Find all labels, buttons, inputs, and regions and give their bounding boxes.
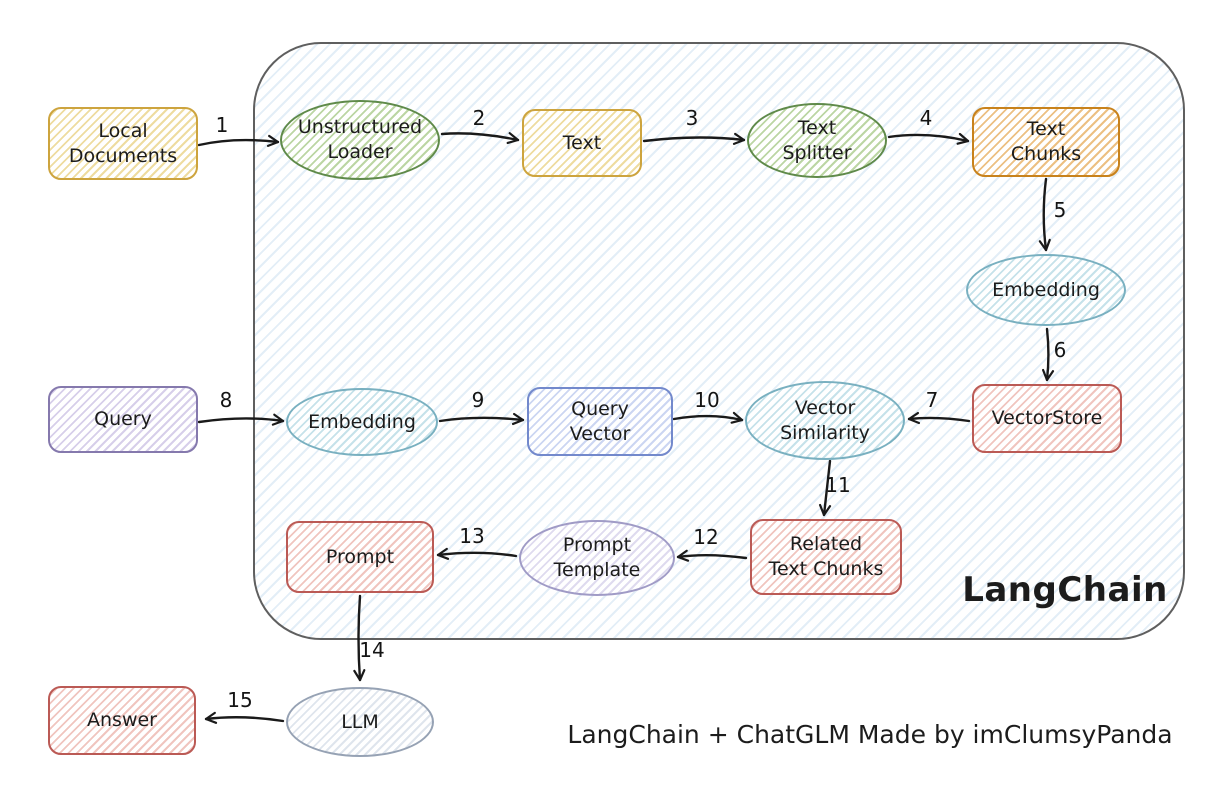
edge-label-12: 12 xyxy=(693,525,719,549)
node-embedding-top-label: Embedding xyxy=(992,278,1100,301)
edge-label-15: 15 xyxy=(227,688,253,712)
edge-label-1: 1 xyxy=(215,113,229,137)
edge-label-4: 4 xyxy=(919,106,933,130)
node-text: Text xyxy=(522,109,642,177)
node-related-text-chunks: Related Text Chunks xyxy=(750,519,902,595)
node-answer: Answer xyxy=(48,686,196,755)
node-text-splitter-label: Text Splitter xyxy=(782,116,852,164)
edge-4 xyxy=(887,132,970,145)
edge-label-8: 8 xyxy=(219,388,233,412)
edge-12 xyxy=(676,549,748,562)
node-embedding-query: Embedding xyxy=(286,388,438,456)
node-llm: LLM xyxy=(286,687,434,757)
edge-label-11: 11 xyxy=(825,473,851,497)
edge-10 xyxy=(672,411,744,424)
node-prompt-label: Prompt xyxy=(325,545,395,568)
node-unstructured-loader: Unstructured Loader xyxy=(280,100,440,180)
node-prompt-template-label: Prompt Template xyxy=(553,534,641,581)
node-query-label: Query xyxy=(94,408,152,431)
edge-label-2: 2 xyxy=(472,106,486,130)
node-unstructured-loader-label: Unstructured Loader xyxy=(297,116,423,163)
node-query-vector: Query Vector xyxy=(527,387,673,456)
node-prompt: Prompt xyxy=(286,521,434,593)
edge-label-13: 13 xyxy=(459,524,485,548)
node-embedding-top: Embedding xyxy=(966,254,1126,326)
node-text-chunks-label: Text Chunks xyxy=(1010,118,1082,165)
node-query-vector-label: Query Vector xyxy=(569,397,631,445)
edge-1 xyxy=(197,134,280,147)
edge-14 xyxy=(353,594,366,682)
node-answer-label: Answer xyxy=(87,709,157,732)
node-llm-label: LLM xyxy=(341,710,379,733)
edge-label-6: 6 xyxy=(1053,338,1067,362)
node-embedding-query-label: Embedding xyxy=(308,410,416,433)
node-prompt-template: Prompt Template xyxy=(519,520,675,596)
edge-15 xyxy=(204,711,285,724)
node-vector-similarity: Vector Similarity xyxy=(745,381,905,460)
node-vector-similarity-label: Vector Similarity xyxy=(780,396,870,444)
edge-label-14: 14 xyxy=(359,638,385,662)
node-text-splitter: Text Splitter xyxy=(747,103,887,178)
edge-5 xyxy=(1038,177,1051,252)
langchain-container-label: LangChain xyxy=(962,570,1168,610)
node-local-documents-label: Local Documents xyxy=(68,119,178,167)
edge-label-7: 7 xyxy=(925,388,939,412)
edge-2 xyxy=(440,132,520,145)
diagram-caption: LangChain + ChatGLM Made by imClumsyPand… xyxy=(567,720,1173,749)
node-vectorstore-label: VectorStore xyxy=(991,407,1103,430)
edge-label-5: 5 xyxy=(1053,198,1067,222)
edge-13 xyxy=(436,547,518,560)
node-related-text-chunks-label: Related Text Chunks xyxy=(768,533,884,580)
edge-label-3: 3 xyxy=(685,106,699,130)
node-vectorstore: VectorStore xyxy=(972,384,1122,453)
edge-9 xyxy=(438,412,525,426)
node-query: Query xyxy=(48,386,198,453)
node-text-chunks: Text Chunks xyxy=(972,107,1120,177)
edge-7 xyxy=(907,411,971,425)
edge-11 xyxy=(818,459,832,517)
edge-8 xyxy=(197,413,285,426)
edge-label-10: 10 xyxy=(694,388,720,412)
edge-3 xyxy=(642,132,746,145)
edge-6 xyxy=(1041,327,1055,382)
edge-label-9: 9 xyxy=(471,388,485,412)
node-text-label: Text xyxy=(562,131,602,154)
node-local-documents: Local Documents xyxy=(48,107,198,180)
